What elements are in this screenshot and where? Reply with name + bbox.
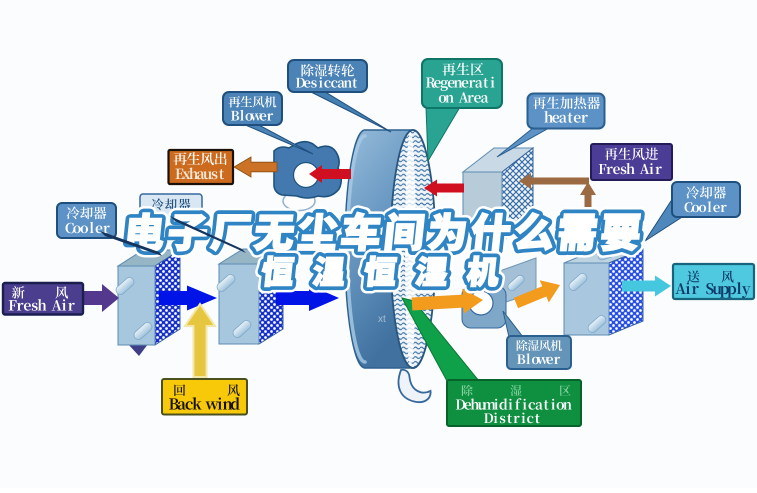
svg-text:xt: xt <box>378 314 386 325</box>
